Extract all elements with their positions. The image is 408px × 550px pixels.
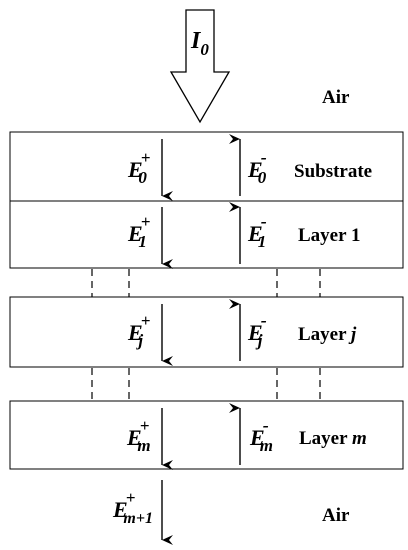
incident-intensity-label: I0 [190, 28, 209, 59]
layer-j-backward-field-label: E-j [247, 310, 267, 350]
substrate-backward-field-label: E-0 [247, 147, 267, 187]
layer-1-label: Layer 1 [298, 225, 360, 246]
bottom-air-label: Air [322, 505, 350, 526]
layer-j-forward-field-label: E+j [127, 311, 150, 350]
substrate-forward-field-label: E+0 [127, 148, 150, 187]
layer-1-forward-field-label: E+1 [127, 212, 150, 251]
exit-forward-field-label: E+m+1 [112, 488, 153, 527]
continuation-dashes-upper [91, 269, 321, 297]
substrate-label: Substrate [294, 161, 372, 182]
layer-m-label: Layer m [299, 428, 367, 449]
layer-1-backward-field-label: E-1 [247, 211, 267, 251]
layer-1-box [9, 200, 404, 269]
top-air-label: Air [322, 87, 350, 108]
layer-m-box [9, 400, 404, 470]
incident-beam-arrow [169, 9, 231, 124]
layer-m-forward-field-label: E+m [126, 416, 151, 455]
layer-m-backward-field-label: E-m [249, 415, 273, 455]
layer-j-label: Layer j [298, 324, 357, 345]
continuation-dashes-lower [91, 368, 321, 400]
layer-j-box [9, 296, 404, 368]
